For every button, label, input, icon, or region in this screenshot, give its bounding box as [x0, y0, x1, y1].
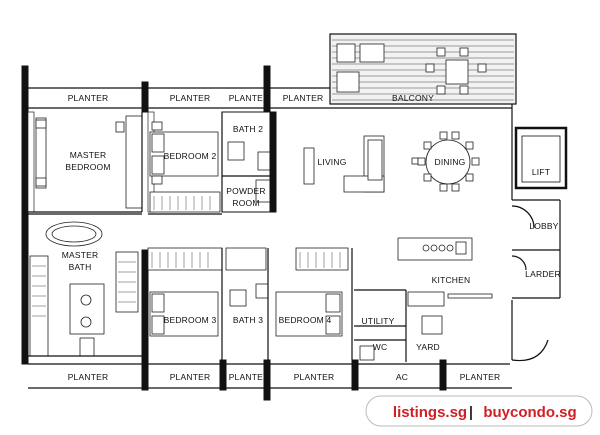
- outer-walls: [21, 65, 549, 401]
- dining-room: [417, 131, 480, 192]
- core: [511, 126, 568, 299]
- bath-2-and-powder: [221, 111, 277, 213]
- bath-2-label: BATH 2: [233, 124, 263, 134]
- planter-label: PLANTER: [229, 372, 270, 382]
- master-bedroom-label: BEDROOM: [65, 162, 110, 172]
- balcony-table-icon: [445, 59, 469, 85]
- planter-label: PLANTER: [229, 93, 270, 103]
- balcony: [329, 33, 517, 105]
- lounge-chair-icon: [336, 71, 360, 93]
- master-bath-label: BATH: [69, 262, 92, 272]
- planter-label: PLANTER: [68, 372, 109, 382]
- planter-label: PLANTER: [170, 372, 211, 382]
- kitchen-label: KITCHEN: [432, 275, 471, 285]
- living-room: [303, 135, 419, 193]
- bedroom-2: [147, 111, 223, 215]
- bedroom-2-label: BEDROOM 2: [164, 151, 217, 161]
- wc-label: WC: [373, 342, 388, 352]
- master-bedroom: [27, 111, 143, 213]
- planter-label: PLANTER: [68, 93, 109, 103]
- lift-label: LIFT: [532, 167, 550, 177]
- living-label: LIVING: [317, 157, 346, 167]
- larder-label: LARDER: [525, 269, 561, 279]
- watermark: listings.sg | buycondo.sg: [365, 395, 593, 427]
- ac-label: AC: [396, 372, 408, 382]
- bedroom-3: [147, 247, 223, 360]
- master-bedroom-label: MASTER: [70, 150, 107, 160]
- watermark-left: listings.sg: [393, 404, 467, 421]
- powder-room-label: POWDER: [226, 186, 265, 196]
- master-bath: [28, 213, 149, 361]
- planter-label: PLANTER: [460, 372, 501, 382]
- planter-label: PLANTER: [283, 93, 324, 103]
- bath-3-label: BATH 3: [233, 315, 263, 325]
- planter-label: PLANTER: [170, 93, 211, 103]
- lounge-chair-icon: [336, 43, 356, 63]
- bedroom-4: [275, 247, 353, 360]
- powder-room-label: ROOM: [232, 198, 259, 208]
- balcony-label: BALCONY: [392, 93, 434, 103]
- lobby-label: LOBBY: [529, 221, 558, 231]
- kitchen-area: [354, 237, 493, 362]
- utility-label: UTILITY: [361, 316, 394, 326]
- bedroom-3-label: BEDROOM 3: [164, 315, 217, 325]
- master-bath-label: MASTER: [62, 250, 99, 260]
- bath-3: [225, 247, 269, 360]
- yard-label: YARD: [416, 342, 440, 352]
- watermark-right: buycondo.sg: [483, 404, 576, 421]
- lounge-chair-icon: [359, 43, 385, 63]
- room-labels: BALCONY LIFT DINING LIVING MASTER BEDROO…: [62, 93, 561, 382]
- watermark-separator: |: [469, 404, 473, 421]
- bedroom-4-label: BEDROOM 4: [279, 315, 332, 325]
- dining-label: DINING: [435, 157, 466, 167]
- planter-label: PLANTER: [294, 372, 335, 382]
